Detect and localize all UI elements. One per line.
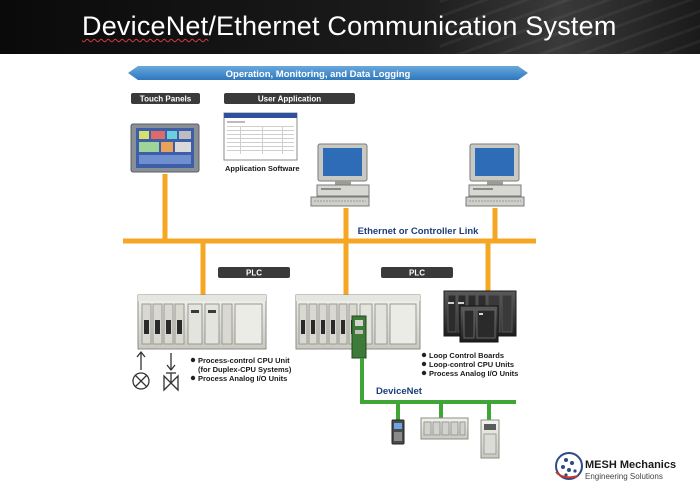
left-plc-notes: Process-control CPU Unit (for Duplex-CPU… (190, 356, 292, 383)
devicenet-device-3-image (480, 419, 500, 459)
right-note-3: Process Analog I/O Units (429, 369, 518, 378)
user-application-label: User Application (258, 95, 321, 104)
network-diagram: Operation, Monitoring, and Data Logging … (123, 66, 676, 481)
touch-panels-label: Touch Panels (140, 95, 192, 104)
operation-banner: Operation, Monitoring, and Data Logging (128, 66, 528, 80)
logo-mark-icon (555, 452, 583, 480)
devicenet-label: DeviceNet (376, 386, 423, 397)
banner-text: Operation, Monitoring, and Data Logging (226, 69, 411, 80)
left-note-1: Process-control CPU Unit (198, 356, 290, 365)
mesh-mechanics-logo: MESH Mechanics Engineering Solutions (555, 452, 676, 481)
right-plc-notes: Loop Control Boards Loop-control CPU Uni… (421, 351, 518, 378)
user-application-label-box: User Application (224, 93, 355, 104)
touch-panel-image (130, 123, 200, 173)
plc-right-label-box: PLC (381, 267, 453, 278)
title-bar: DeviceNet/Ethernet Communication System (0, 0, 700, 54)
computer-2-image (465, 143, 525, 207)
plc-left-label: PLC (246, 269, 262, 278)
page-title: DeviceNet/Ethernet Communication System (82, 11, 617, 42)
plc-right-label: PLC (409, 269, 425, 278)
logo-tagline: Engineering Solutions (585, 472, 663, 481)
title-decoration (440, 0, 700, 54)
right-plc-rack-image (443, 290, 517, 343)
devicenet-device-2-image (420, 417, 469, 440)
logo-name: MESH Mechanics (585, 459, 676, 471)
ethernet-bus (123, 174, 536, 300)
devicenet-bus (360, 358, 516, 420)
field-device-symbols (132, 350, 179, 392)
plc-left-label-box: PLC (218, 267, 290, 278)
center-plc-rack-image (295, 294, 421, 359)
title-rest: /Ethernet Communication System (208, 11, 617, 41)
left-plc-rack-image (137, 294, 267, 350)
application-software-image: Application Software (223, 112, 300, 173)
right-note-1: Loop Control Boards (429, 351, 504, 360)
touch-panels-label-box: Touch Panels (131, 93, 200, 104)
ethernet-label: Ethernet or Controller Link (358, 226, 480, 237)
computer-1-image (310, 143, 370, 207)
left-note-3: Process Analog I/O Units (198, 374, 287, 383)
title-devicenet: DeviceNet (82, 11, 209, 41)
devicenet-device-1-image (391, 419, 405, 445)
left-note-2: (for Duplex-CPU Systems) (198, 365, 292, 374)
right-note-2: Loop-control CPU Units (429, 360, 514, 369)
application-software-caption: Application Software (225, 164, 300, 173)
